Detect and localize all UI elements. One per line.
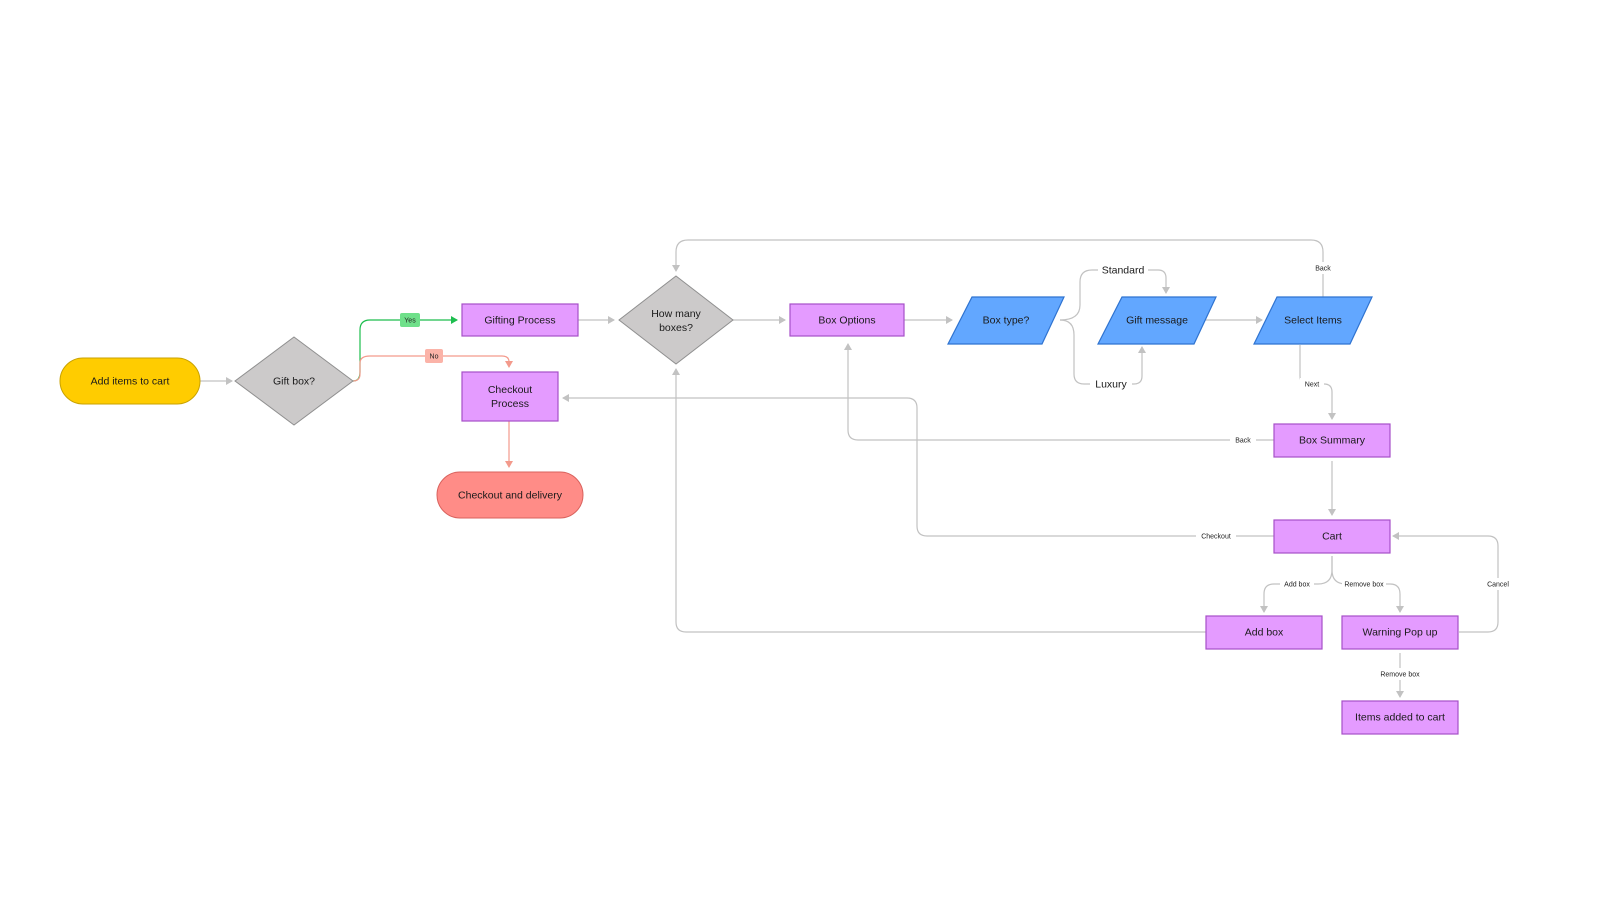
svg-text:Warning Pop up: Warning Pop up: [1363, 626, 1438, 638]
svg-text:Luxury: Luxury: [1095, 378, 1127, 390]
edge-select-items-back: [672, 239, 1324, 297]
edge-cart-checkout: [562, 394, 1274, 537]
node-add-box[interactable]: Add box: [1205, 615, 1323, 650]
edge-label-cancel: Cancel: [1484, 578, 1512, 590]
svg-text:No: No: [430, 353, 439, 360]
svg-text:Next: Next: [1305, 381, 1319, 388]
edge-label-luxury: Luxury: [1090, 376, 1132, 392]
svg-text:Box type?: Box type?: [983, 314, 1030, 326]
edge-box-type-standard: [1059, 269, 1098, 321]
svg-text:Select Items: Select Items: [1284, 314, 1342, 326]
edge-add-box-loop: [672, 368, 1206, 633]
edge-standard-to-gift-message: [1148, 269, 1170, 294]
svg-text:Box Options: Box Options: [818, 314, 875, 326]
svg-text:Process: Process: [491, 398, 529, 410]
node-add-items-to-cart[interactable]: Add items to cart: [59, 357, 201, 405]
svg-text:Add box: Add box: [1284, 581, 1310, 588]
svg-text:Add box: Add box: [1245, 626, 1284, 638]
node-box-summary[interactable]: Box Summary: [1273, 423, 1391, 458]
svg-text:Cart: Cart: [1322, 530, 1342, 542]
edge-box-summary-back: [844, 343, 1274, 441]
svg-text:Checkout: Checkout: [488, 384, 532, 396]
node-box-options[interactable]: Box Options: [789, 303, 905, 337]
node-gift-box-decision[interactable]: Gift box?: [234, 336, 354, 426]
node-box-type[interactable]: Box type?: [947, 296, 1065, 345]
edge-label-standard: Standard: [1098, 262, 1148, 278]
svg-text:How many: How many: [651, 308, 701, 320]
edge-gift-box-no: [352, 355, 513, 382]
svg-text:Remove box: Remove box: [1380, 671, 1420, 678]
edge-label-checkout: Checkout: [1196, 530, 1236, 542]
edge-label-yes: Yes: [400, 313, 420, 327]
svg-text:Back: Back: [1315, 265, 1331, 272]
svg-text:Standard: Standard: [1102, 264, 1145, 276]
edge-box-type-luxury: [1059, 319, 1090, 385]
edge-luxury-to-gift-message: [1132, 346, 1146, 385]
svg-text:Gift box?: Gift box?: [273, 375, 315, 387]
edge-label-add-box: Add box: [1280, 578, 1314, 590]
edge-label-remove-box: Remove box: [1342, 578, 1386, 590]
node-select-items[interactable]: Select Items: [1253, 296, 1373, 345]
svg-text:Yes: Yes: [404, 317, 416, 324]
edge-label-remove-box-confirm: Remove box: [1378, 668, 1422, 680]
svg-text:Gifting Process: Gifting Process: [484, 314, 555, 326]
edge-label-back-summary: Back: [1230, 434, 1256, 446]
edge-label-next: Next: [1300, 378, 1324, 390]
svg-text:Gift message: Gift message: [1126, 314, 1188, 326]
edge-label-back-top: Back: [1311, 262, 1335, 274]
node-gift-message[interactable]: Gift message: [1097, 296, 1217, 345]
node-warning-popup[interactable]: Warning Pop up: [1341, 615, 1459, 650]
svg-text:Checkout: Checkout: [1201, 533, 1231, 540]
svg-text:Box Summary: Box Summary: [1299, 434, 1366, 446]
node-how-many-boxes-decision[interactable]: How many boxes?: [618, 275, 734, 365]
node-items-added-to-cart[interactable]: Items added to cart: [1341, 700, 1459, 735]
svg-text:Back: Back: [1235, 437, 1251, 444]
svg-text:Remove box: Remove box: [1344, 581, 1384, 588]
svg-text:Add items to cart: Add items to cart: [91, 375, 170, 387]
svg-text:Items added to cart: Items added to cart: [1355, 711, 1445, 723]
svg-text:Cancel: Cancel: [1487, 581, 1509, 588]
svg-text:Checkout and delivery: Checkout and delivery: [458, 489, 563, 501]
node-checkout-and-delivery[interactable]: Checkout and delivery: [436, 471, 584, 519]
edge-label-no: No: [425, 349, 443, 363]
node-cart[interactable]: Cart: [1273, 519, 1391, 554]
node-checkout-process[interactable]: Checkout Process: [461, 371, 559, 422]
node-gifting-process[interactable]: Gifting Process: [461, 303, 579, 337]
svg-text:boxes?: boxes?: [659, 322, 693, 334]
